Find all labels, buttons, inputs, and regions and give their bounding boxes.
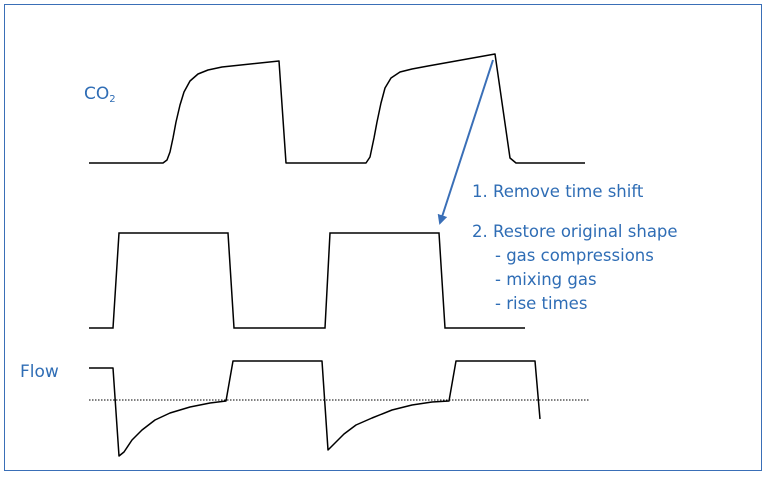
note-step-1: 1. Remove time shift	[472, 182, 644, 201]
correction-notes: 1. Remove time shift 2. Restore original…	[472, 180, 678, 316]
co2-waveform	[89, 53, 585, 164]
note-sub-item: - rise times	[495, 294, 588, 313]
note-step-2: 2. Restore original shape	[472, 222, 678, 241]
co2-label: CO2	[84, 84, 116, 105]
flow-label: Flow	[20, 362, 59, 382]
note-sub-item: - gas compressions	[495, 246, 654, 265]
square-waveform	[89, 232, 525, 329]
slide-frame	[4, 4, 762, 471]
flow-waveform	[89, 360, 541, 457]
note-sub-item: - mixing gas	[495, 270, 597, 289]
time-shift-arrow	[437, 59, 494, 225]
